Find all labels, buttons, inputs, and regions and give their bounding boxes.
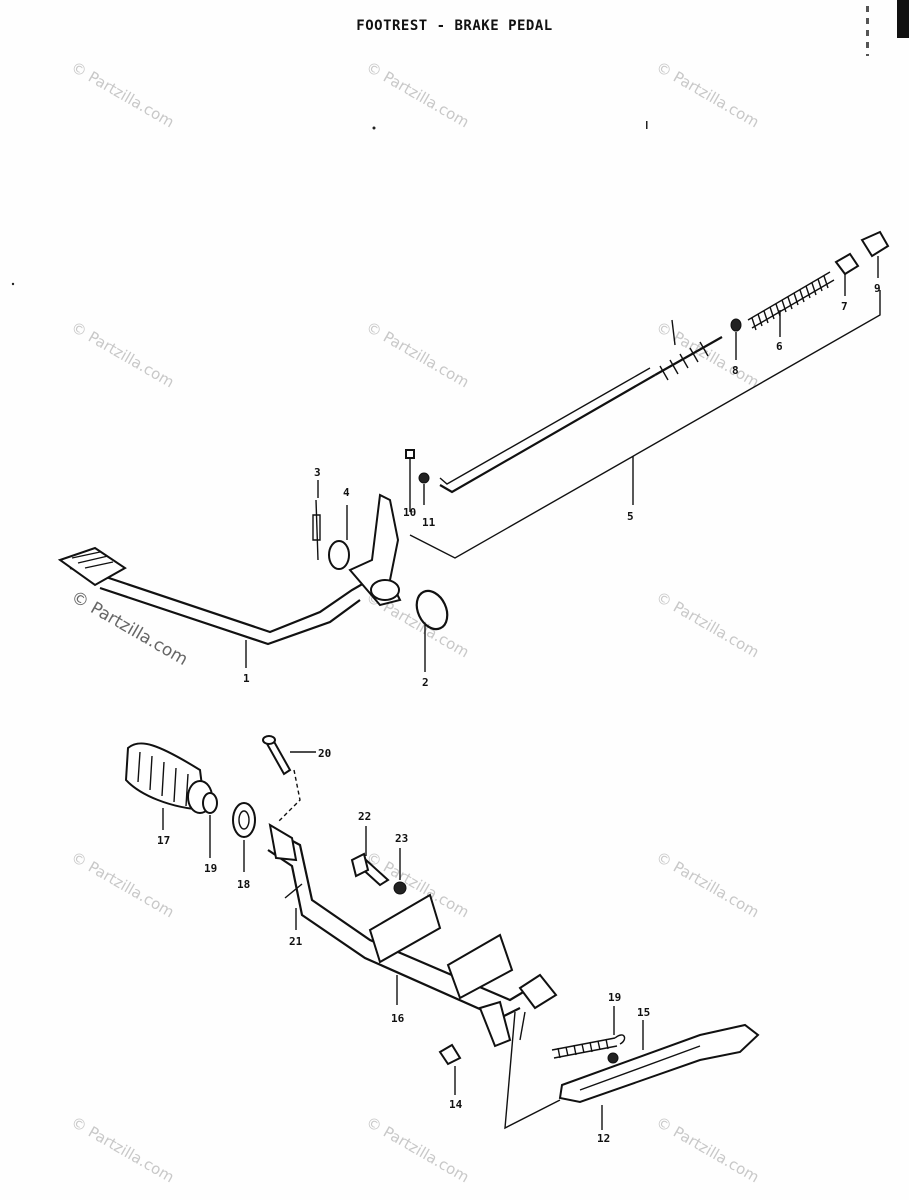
footrest-bar: [271, 829, 536, 1002]
edge-mark: [897, 0, 909, 38]
brake-rod-joint: [834, 252, 860, 276]
callout-10: 10: [403, 506, 416, 519]
mounting-plate-1: [368, 893, 442, 964]
stand-mount: [518, 973, 558, 1010]
print-specks: [11, 121, 648, 286]
mounting-plate-2: [446, 933, 514, 1000]
callout-15: 15: [637, 1006, 650, 1019]
watermark: © Partzilla.com: [363, 318, 472, 391]
callout-9: 9: [874, 282, 881, 295]
leader-rod-tick: [671, 319, 676, 346]
nut: [418, 472, 430, 484]
mount-bolt-head: [350, 852, 370, 878]
stand-spring-coils: [557, 1038, 609, 1059]
watermark: © Partzilla.com: [653, 1113, 762, 1186]
brake-rod-pin: [730, 318, 742, 332]
callout-22: 22: [358, 810, 371, 823]
callout-2: 2: [422, 676, 429, 689]
callout-18: 18: [237, 878, 250, 891]
callout-17: 17: [157, 834, 170, 847]
watermark: © Partzilla.com: [653, 58, 762, 131]
watermark: © Partzilla.com: [363, 58, 472, 131]
brake-rod-spring-outline: [747, 271, 835, 329]
callout-5: 5: [627, 510, 634, 523]
leader-pin-path: [277, 769, 301, 823]
assembly-bracket-line: [409, 290, 881, 559]
footrest-rubber-ridges: [137, 751, 189, 807]
edge-dots: [866, 6, 869, 56]
pivot-boss: [370, 579, 400, 601]
stand-spring-outline: [551, 1037, 618, 1059]
bolt-head: [405, 449, 415, 459]
callout-8: 8: [732, 364, 739, 377]
callout-7: 7: [841, 300, 848, 313]
stand-bracket: [478, 1000, 512, 1048]
callout-19: 19: [204, 862, 217, 875]
pedal-pad-ridges: [71, 551, 114, 569]
watermark: © Partzilla.com: [68, 848, 177, 921]
watermark: © Partzilla.com: [68, 1113, 177, 1186]
brake-rod-spring-coils: [751, 275, 829, 331]
leader-stand-group: [504, 1011, 561, 1130]
brake-rod: [439, 374, 656, 494]
footrest-cotter-pin: [284, 883, 303, 899]
callout-19b: 19: [608, 991, 621, 1004]
callout-6: 6: [776, 340, 783, 353]
brake-rod-edge: [439, 367, 651, 485]
callout-21: 21: [289, 935, 303, 948]
diagram-title: FOOTREST - BRAKE PEDAL: [356, 18, 553, 34]
brake-pedal-arm-edge: [99, 586, 361, 646]
side-stand: [558, 1023, 760, 1104]
leader-line-10-11: [409, 484, 425, 512]
callout-20: 20: [318, 747, 331, 760]
callout-16: 16: [391, 1012, 405, 1025]
cotter-pin-body: [312, 514, 321, 541]
callout-23: 23: [395, 832, 408, 845]
thread-marks: [659, 341, 709, 381]
stand-pin: [607, 1052, 619, 1064]
callout-3: 3: [314, 466, 321, 479]
callout-11: 11: [422, 516, 436, 529]
footrest-pin-head: [262, 735, 276, 745]
footrest-clevis: [268, 823, 298, 862]
side-stand-ridge: [579, 1045, 701, 1091]
watermark: © Partzilla.com: [653, 588, 762, 661]
footrest-assembly: [124, 735, 760, 1130]
washer: [328, 540, 350, 570]
brake-pedal-lever: [348, 493, 402, 607]
brake-adjusting-nut: [860, 230, 890, 258]
watermark: © Partzilla.com: [653, 848, 762, 921]
leader-stand-hook: [519, 1011, 526, 1041]
return-spring: [415, 589, 449, 631]
callout-1: 1: [243, 672, 250, 685]
callout-4: 4: [343, 486, 350, 499]
callout-14: 14: [449, 1098, 463, 1111]
brake-rod-thread: [654, 336, 723, 376]
callout-labels: 1 2 3 4 5 6 7 8 9 10 11 12 14 15 16 17 1…: [157, 282, 881, 1145]
mount-nut: [393, 881, 407, 895]
watermark: © Partzilla.com: [363, 1113, 472, 1186]
watermarks: © Partzilla.com © Partzilla.com © Partzi…: [68, 58, 763, 1186]
stand-stud: [438, 1043, 462, 1066]
cotter-pin: [315, 499, 319, 561]
stand-spring-hook: [614, 1034, 626, 1045]
footrest-washer: [232, 802, 256, 838]
watermark: © Partzilla.com: [68, 318, 177, 391]
brake-pedal-assembly: [57, 230, 890, 672]
footrest-washer-hole: [238, 810, 250, 830]
watermark: © Partzilla.com: [68, 58, 177, 131]
callout-12: 12: [597, 1132, 610, 1145]
footrest-collar: [202, 792, 218, 814]
